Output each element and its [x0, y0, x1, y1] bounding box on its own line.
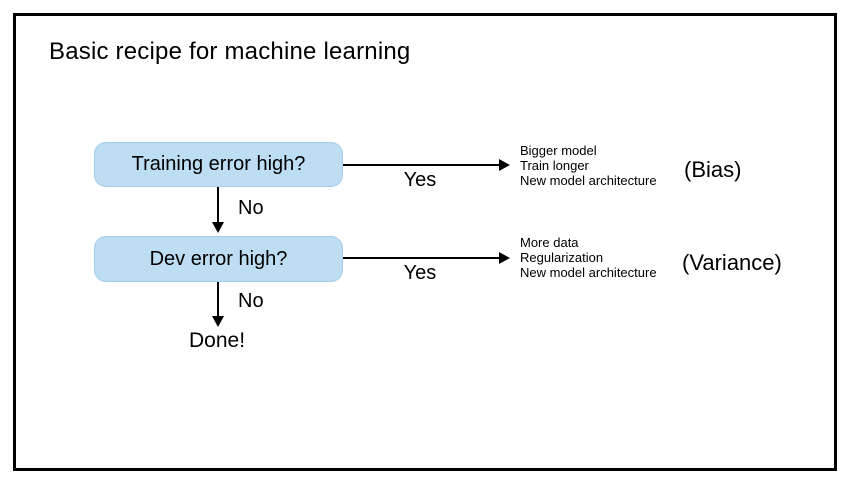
- variance-remedy-item: New model architecture: [520, 265, 657, 280]
- edge-label-no-2: No: [238, 290, 264, 312]
- arrow-no-1-line: [217, 187, 219, 224]
- variance-remedy-item: Regularization: [520, 250, 604, 265]
- bias-tag: (Bias): [684, 157, 742, 182]
- bias-remedies-list: Bigger model Train longer New model arch…: [520, 143, 657, 188]
- bias-remedy-item: New model architecture: [520, 173, 657, 188]
- arrow-no-1-head-icon: [212, 222, 224, 233]
- variance-remedies-list: More data Regularization New model archi…: [520, 235, 657, 280]
- slide-title: Basic recipe for machine learning: [49, 38, 411, 65]
- arrow-yes-2-line: [343, 257, 501, 259]
- edge-label-yes-2: Yes: [403, 262, 437, 284]
- arrow-yes-1-line: [343, 164, 501, 166]
- variance-tag: (Variance): [682, 250, 782, 275]
- bias-remedy-item: Train longer: [520, 158, 589, 173]
- node-dev-error-label: Dev error high?: [149, 247, 288, 270]
- node-training-error-label: Training error high?: [131, 153, 306, 175]
- arrow-no-2-line: [217, 282, 219, 317]
- variance-remedy-item: More data: [520, 235, 579, 250]
- arrow-yes-2-head-icon: [499, 252, 510, 264]
- bias-remedy-item: Bigger model: [520, 143, 597, 158]
- edge-label-yes-1: Yes: [403, 169, 437, 191]
- node-dev-error: Dev error high?: [94, 236, 343, 282]
- terminal-done-label: Done!: [189, 329, 246, 352]
- arrow-yes-1-head-icon: [499, 159, 510, 171]
- node-training-error: Training error high?: [94, 142, 343, 187]
- arrow-no-2-head-icon: [212, 316, 224, 327]
- edge-label-no-1: No: [238, 197, 264, 219]
- slide-border: [13, 13, 837, 471]
